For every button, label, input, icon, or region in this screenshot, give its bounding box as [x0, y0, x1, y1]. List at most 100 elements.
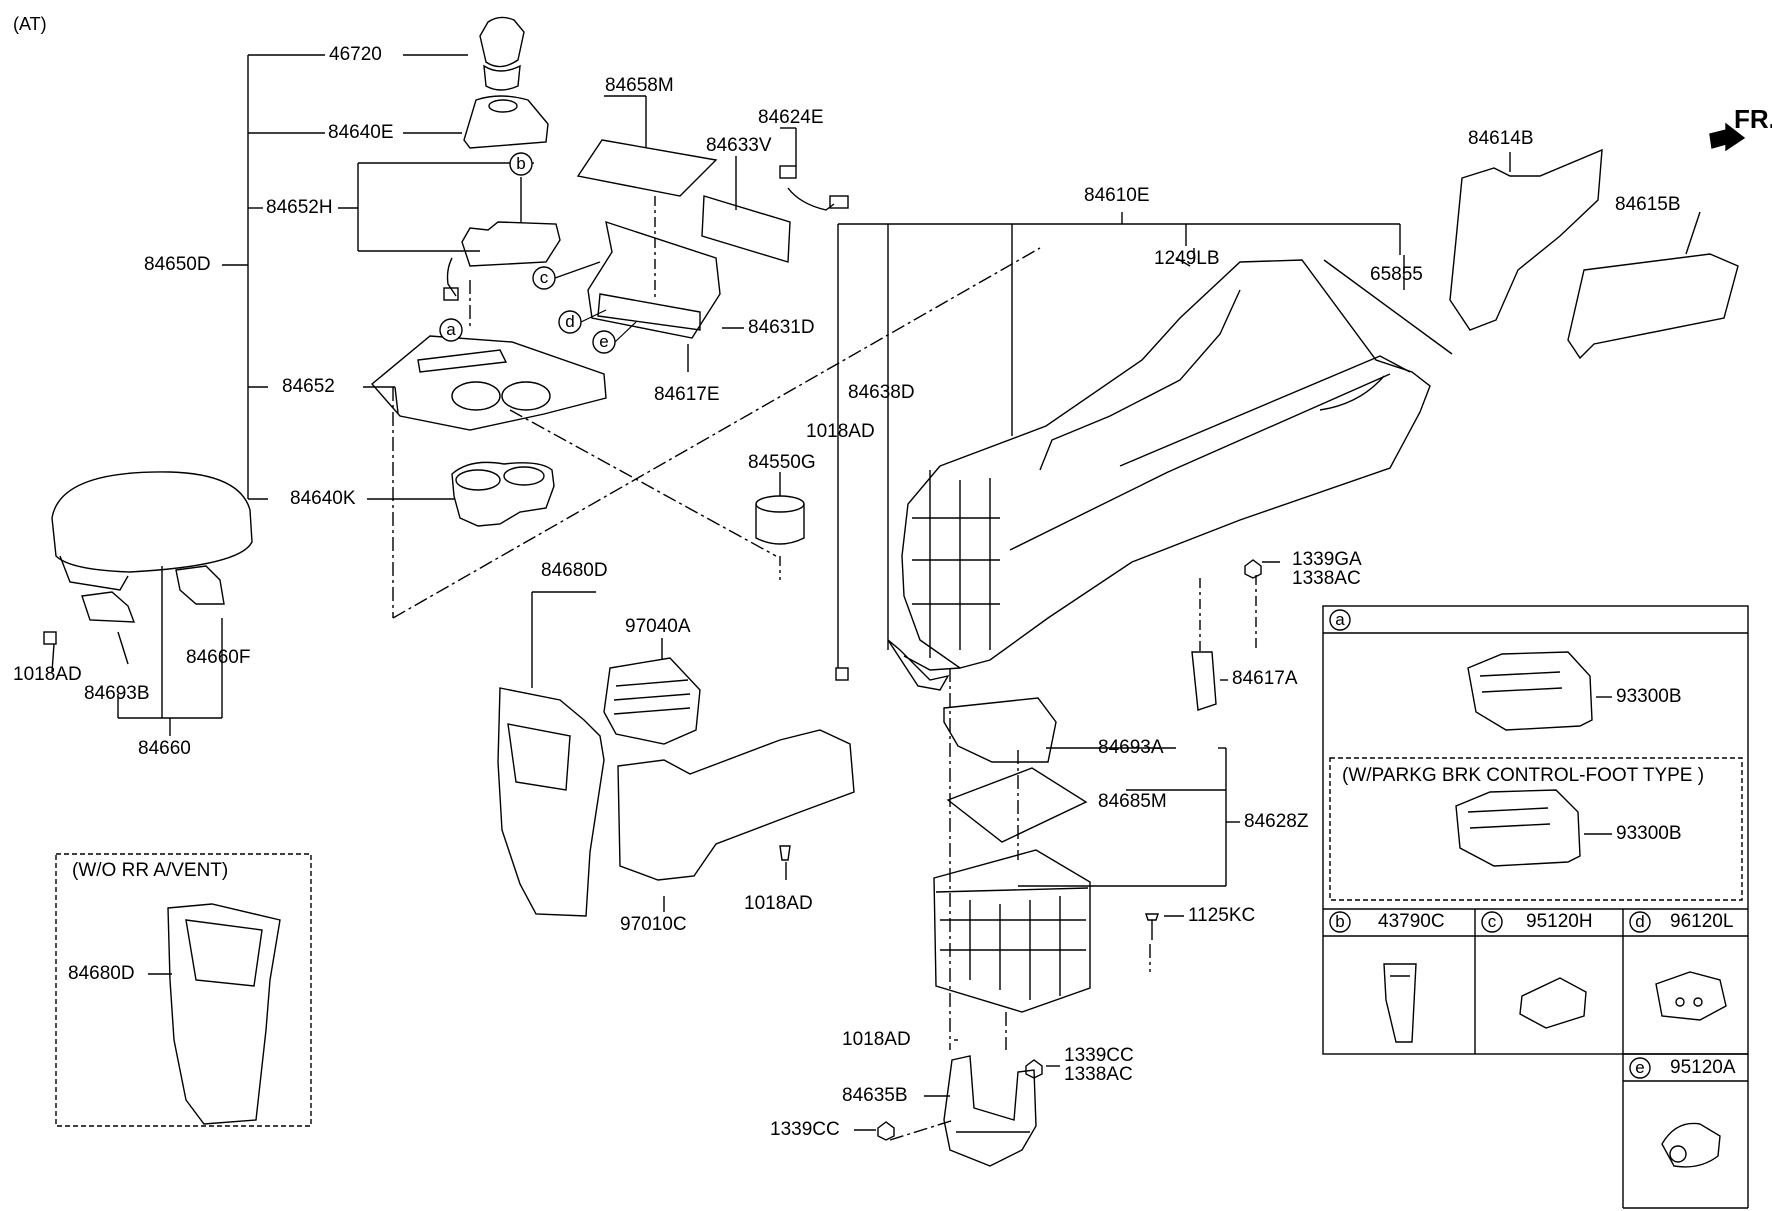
part-label-84610e: 84610E — [1084, 185, 1150, 206]
part-label-46720: 46720 — [329, 44, 382, 65]
cup-holder-shape — [451, 461, 555, 527]
switch-93300b-alt-shape — [1455, 789, 1581, 867]
letter-d: d — [565, 312, 575, 331]
legend-table — [1322, 605, 1749, 1209]
legend-part-93300b: 93300B — [1616, 686, 1682, 707]
part-label-84640e: 84640E — [328, 122, 394, 143]
duct-97010c-shape — [617, 729, 855, 912]
rr-vent-box-title: (W/O RR A/VENT) — [72, 860, 229, 881]
part-label-97040a: 97040A — [625, 616, 691, 637]
part-label-84652h: 84652H — [266, 197, 333, 218]
armrest-shape — [43, 471, 253, 665]
letter-e: e — [599, 332, 609, 351]
part-43790c-shape — [1383, 963, 1417, 1043]
part-label-84650d: 84650D — [144, 254, 211, 275]
legend-part-93300b-alt: 93300B — [1616, 823, 1682, 844]
legend-part-96120l: 96120L — [1670, 911, 1734, 932]
legend-letter-e: e — [1635, 1058, 1645, 1077]
part-label-84693b: 84693B — [84, 683, 150, 704]
legend-letter-d: d — [1635, 912, 1645, 931]
part-label-1338ac-lower: 1338AC — [1064, 1064, 1133, 1085]
part-label-1018ad-top: 1018AD — [806, 421, 875, 442]
bracket-84638d-shape — [835, 639, 950, 691]
front-arrow-icon — [1709, 122, 1746, 152]
variant-label: (AT) — [13, 14, 47, 34]
tray-84631d-shape — [587, 220, 744, 372]
mat-84685m-shape — [946, 767, 1088, 843]
part-label-1018ad-duct: 1018AD — [744, 893, 813, 914]
part-label-1249lb: 1249LB — [1154, 248, 1220, 269]
switch-93300b-shape — [1467, 651, 1593, 731]
shift-boot-shape — [463, 95, 549, 149]
trim-84633v-shape — [701, 156, 791, 263]
part-label-1018ad-lower: 1018AD — [842, 1029, 911, 1050]
front-indicator-label: FR. — [1734, 104, 1772, 134]
part-label-84633v: 84633V — [706, 135, 772, 156]
legend-letter-b: b — [1335, 912, 1345, 931]
legend-part-43790c: 43790C — [1378, 911, 1445, 932]
gear-knob-shape — [479, 16, 525, 91]
part-label-84658m: 84658M — [605, 75, 674, 96]
part-95120h-shape — [1519, 977, 1587, 1029]
bracket-84610e — [837, 212, 1401, 668]
part-label-1339cc-left: 1339CC — [770, 1119, 840, 1140]
part-label-84615b: 84615B — [1615, 194, 1681, 215]
panel-84615b-shape — [1567, 211, 1739, 360]
part-label-84680d-alt: 84680D — [68, 963, 135, 984]
part-label-84680d-main: 84680D — [541, 560, 608, 581]
storage-84693a-shape — [943, 697, 1057, 763]
console-upper-panel-shape — [370, 335, 607, 431]
nut-1339cc-a-shape — [1025, 1059, 1060, 1079]
part-label-84640k: 84640K — [290, 488, 356, 509]
screw-rod-shapes — [1175, 248, 1453, 355]
bracket-84650d — [222, 54, 468, 500]
legend-parking-title: (W/PARKG BRK CONTROL-FOOT TYPE ) — [1342, 765, 1705, 786]
guide-lines-left — [392, 247, 1041, 619]
part-96120l-shape — [1655, 971, 1727, 1021]
vent-97040a-shape — [603, 638, 701, 745]
part-label-84660f: 84660F — [186, 647, 251, 668]
screw-1125kc-shape — [1145, 913, 1184, 940]
part-label-84614b: 84614B — [1468, 128, 1534, 149]
console-body-shape — [901, 259, 1431, 671]
bracket-84652h — [338, 162, 534, 252]
part-label-84628z: 84628Z — [1244, 811, 1309, 832]
part-label-1339ga: 1339GA — [1292, 549, 1362, 570]
part-label-84550g: 84550G — [748, 452, 816, 473]
part-label-1018ad-armrest: 1018AD — [13, 664, 82, 685]
part-label-84635b: 84635B — [842, 1085, 908, 1106]
part-95120a-shape — [1661, 1122, 1721, 1168]
part-label-84631d: 84631D — [748, 317, 815, 338]
letter-b: b — [516, 154, 526, 173]
part-label-84693a: 84693A — [1098, 737, 1164, 758]
nut-1339cc-b-shape — [854, 1121, 895, 1141]
part-label-97010c: 97010C — [620, 914, 687, 935]
bracket-84628z — [1018, 747, 1240, 887]
pad-84658m-shape — [576, 95, 718, 300]
legend-letter-c: c — [1487, 912, 1497, 931]
legend-part-95120h: 95120H — [1526, 911, 1593, 932]
harness-84624e-shape — [779, 127, 849, 211]
rear-cover-alt-shape — [148, 903, 281, 1125]
part-label-84624e: 84624E — [758, 107, 824, 128]
bin-84628z-shape — [933, 849, 1091, 1013]
part-label-84617a: 84617A — [1232, 668, 1298, 689]
letter-leaders — [554, 261, 637, 343]
circle-a — [439, 318, 463, 342]
part-label-1339cc-right: 1339CC — [1064, 1045, 1134, 1066]
part-label-65855: 65855 — [1370, 264, 1423, 285]
part-label-1338ac-top: 1338AC — [1292, 568, 1361, 589]
legend-letter-a: a — [1335, 610, 1345, 629]
shift-indicator-shape — [443, 221, 561, 301]
part-label-84617e: 84617E — [654, 384, 720, 405]
legend-part-95120a: 95120A — [1670, 1057, 1736, 1078]
bracket-84635b-shape — [924, 1039, 1037, 1167]
part-label-84638d: 84638D — [848, 382, 915, 403]
guide-lines-center — [889, 668, 1151, 1141]
part-label-1125kc: 1125KC — [1188, 905, 1256, 926]
letter-c: c — [539, 268, 549, 287]
nut-1339ga-shape — [1244, 559, 1280, 650]
letter-a: a — [446, 320, 456, 339]
